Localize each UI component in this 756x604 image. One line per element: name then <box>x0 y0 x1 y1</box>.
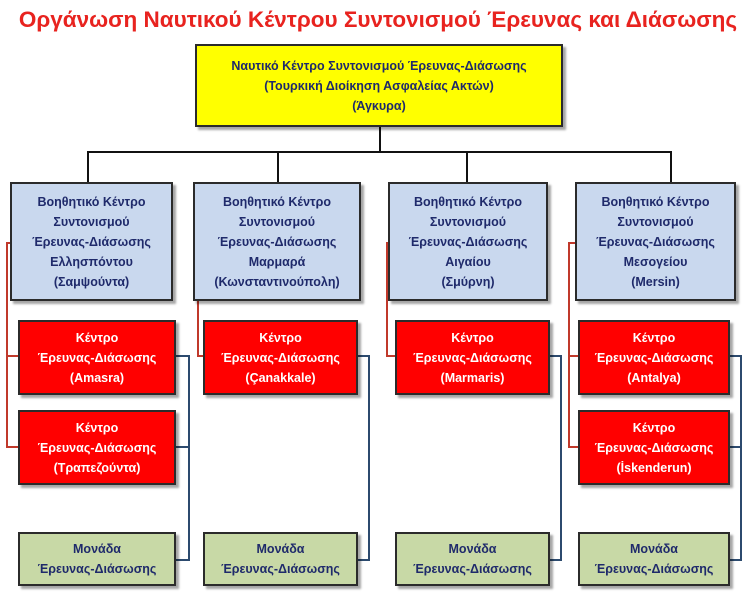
rescue-unit-line: Μονάδα <box>630 542 678 556</box>
blue-connector-col1-b <box>176 446 190 448</box>
hq-box: Ναυτικό Κέντρο Συντονισμού Έρευνας-Διάσω… <box>195 44 563 127</box>
sub-center-box: Βοηθητικό Κέντρο Συντονισμού Έρευνας-Διά… <box>388 182 548 301</box>
branch-connector-2 <box>277 151 279 183</box>
red-connector-col3-vertical <box>386 242 388 357</box>
sub-center-line: Συντονισμού <box>617 214 694 229</box>
rescue-center-line: Έρευνας-Διάσωσης <box>37 350 157 365</box>
rescue-unit-box: Μονάδα Έρευνας-Διάσωσης <box>203 532 358 586</box>
rescue-unit-box: Μονάδα Έρευνας-Διάσωσης <box>18 532 176 586</box>
rescue-unit-box: Μονάδα Έρευνας-Διάσωσης <box>395 532 550 586</box>
branch-connector-3 <box>466 151 468 183</box>
rescue-unit-box: Μονάδα Έρευνας-Διάσωσης <box>578 532 730 586</box>
blue-connector-col4-a <box>730 355 742 357</box>
rescue-unit-line: Μονάδα <box>73 542 121 556</box>
hq-line-2: (Τουρκική Διοίκηση Ασφαλείας Ακτών) <box>264 78 494 93</box>
sub-center-line: Συντονισμού <box>53 214 130 229</box>
rescue-center-line: Κέντρο <box>451 330 494 345</box>
sub-center-line: Βοηθητικό Κέντρο <box>223 194 331 209</box>
sub-center-line: Βοηθητικό Κέντρο <box>601 194 710 209</box>
sub-center-line: Βοηθητικό Κέντρο <box>414 194 522 209</box>
sub-center-line: (Σαμψούντα) <box>53 274 130 289</box>
rescue-center-line: Έρευνας-Διάσωσης <box>594 350 714 365</box>
rescue-center-line: Κέντρο <box>75 330 119 345</box>
sub-center-line: Συντονισμού <box>429 214 507 229</box>
red-connector-col4-b <box>568 446 580 448</box>
rescue-unit-line: Έρευνας-Διάσωσης <box>221 562 340 576</box>
blue-connector-col2-c <box>358 559 370 561</box>
blue-connector-col3-vertical <box>560 355 562 561</box>
sub-center-line: Μαρμαρά <box>248 254 306 269</box>
sub-center-line: Ελλησπόντου <box>50 254 133 269</box>
sub-center-line: Μεσογείου <box>623 254 688 269</box>
rescue-center-line: Κέντρο <box>632 420 676 435</box>
blue-connector-col1-c <box>176 559 190 561</box>
blue-connector-col2-a <box>358 355 370 357</box>
red-connector-col3-a <box>386 355 396 357</box>
sub-center-line: Έρευνας-Διάσωσης <box>217 234 337 249</box>
rescue-center-line: (Çanakkale) <box>245 370 316 385</box>
rescue-center-box: Κέντρο Έρευνας-Διάσωσης (Marmaris) <box>395 320 550 395</box>
sub-center-line: Έρευνας-Διάσωσης <box>32 234 151 249</box>
rescue-center-line: (Amasra) <box>69 370 125 385</box>
rescue-center-line: (İskenderun) <box>616 460 692 475</box>
rescue-unit-line: Μονάδα <box>256 542 305 556</box>
hq-connector <box>379 127 381 152</box>
hq-line-1: Ναυτικό Κέντρο Συντονισμού Έρευνας-Διάσω… <box>231 58 527 73</box>
blue-connector-col3-c <box>550 559 562 561</box>
hq-line-3: (Άγκυρα) <box>352 98 406 113</box>
sub-center-box: Βοηθητικό Κέντρο Συντονισμού Έρευνας-Διά… <box>575 182 736 301</box>
blue-connector-col3-a <box>550 355 562 357</box>
rescue-center-line: Έρευνας-Διάσωσης <box>37 440 157 455</box>
rescue-center-box: Κέντρο Έρευνας-Διάσωσης (Antalya) <box>578 320 730 395</box>
rescue-center-box: Κέντρο Έρευνας-Διάσωσης (Τραπεζούντα) <box>18 410 176 485</box>
red-connector-col4-a <box>568 355 580 357</box>
sub-center-line: (Σμύρνη) <box>441 274 495 289</box>
diagram-title: Οργάνωση Ναυτικού Κέντρου Συντονισμού Έρ… <box>18 7 738 32</box>
rescue-unit-line: Μονάδα <box>448 542 497 556</box>
blue-connector-col2-vertical <box>368 355 370 561</box>
rescue-center-box: Κέντρο Έρευνας-Διάσωσης (Amasra) <box>18 320 176 395</box>
sub-center-box: Βοηθητικό Κέντρο Συντονισμού Έρευνας-Διά… <box>10 182 173 301</box>
rescue-unit-line: Έρευνας-Διάσωσης <box>594 562 714 576</box>
rescue-center-line: Κέντρο <box>632 330 676 345</box>
sub-center-line: Έρευνας-Διάσωσης <box>408 234 528 249</box>
sub-center-line: Συντονισμού <box>238 214 316 229</box>
rescue-center-line: (Antalya) <box>627 370 681 385</box>
sub-center-line: Βοηθητικό Κέντρο <box>37 194 146 209</box>
red-connector-col2-a <box>197 355 205 357</box>
rescue-unit-line: Έρευνας-Διάσωσης <box>37 562 157 576</box>
rescue-center-line: (Marmaris) <box>440 370 505 385</box>
branch-connector-1 <box>87 151 89 183</box>
rescue-center-box: Κέντρο Έρευνας-Διάσωσης (İskenderun) <box>578 410 730 485</box>
red-connector-col1-a <box>6 355 18 357</box>
rescue-center-line: (Τραπεζούντα) <box>53 460 141 475</box>
red-connector-col4-top <box>568 242 578 244</box>
rescue-center-line: Έρευνας-Διάσωσης <box>594 440 714 455</box>
blue-connector-col1-vertical <box>188 355 190 561</box>
blue-connector-col4-vertical <box>740 355 742 561</box>
sub-center-line: (Mersin) <box>631 274 680 289</box>
rescue-center-box: Κέντρο Έρευνας-Διάσωσης (Çanakkale) <box>203 320 358 395</box>
sub-center-box: Βοηθητικό Κέντρο Συντονισμού Έρευνας-Διά… <box>193 182 361 301</box>
blue-connector-col4-b <box>730 446 742 448</box>
rescue-center-line: Έρευνας-Διάσωσης <box>221 350 340 365</box>
rescue-center-line: Κέντρο <box>259 330 302 345</box>
branch-connector-4 <box>670 151 672 183</box>
red-connector-col1-b <box>6 446 18 448</box>
sub-center-line: Έρευνας-Διάσωσης <box>596 234 715 249</box>
top-horizontal-connector <box>87 151 671 153</box>
red-connector-col1-vertical <box>6 242 8 448</box>
rescue-unit-line: Έρευνας-Διάσωσης <box>413 562 532 576</box>
blue-connector-col1-a <box>176 355 190 357</box>
red-connector-col4-vertical <box>568 242 570 448</box>
sub-center-line: (Κωνσταντινούπολη) <box>214 274 340 289</box>
sub-center-line: Αιγαίου <box>445 254 491 269</box>
rescue-center-line: Έρευνας-Διάσωσης <box>413 350 532 365</box>
blue-connector-col4-c <box>730 559 742 561</box>
rescue-center-line: Κέντρο <box>75 420 119 435</box>
